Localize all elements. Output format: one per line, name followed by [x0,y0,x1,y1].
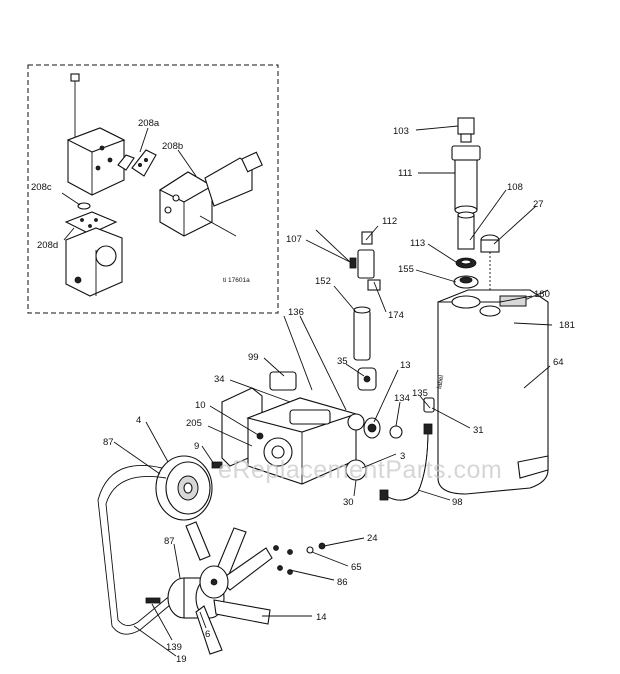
pulley [155,455,213,521]
callout-labels: 208a 208b 208c 208d 103 111 108 27 113 1… [31,118,575,665]
callout-4: 4 [136,415,141,426]
inset-panel: ti 17601a [27,64,279,314]
svg-text:label: label [436,374,445,389]
callout-208a: 208a [138,118,160,129]
callout-3: 3 [400,451,405,462]
inset-reference-label: ti 17601a [223,277,250,284]
callout-208d: 208d [37,240,58,251]
fan-assembly [145,521,326,655]
watermark: eReplacementParts.com [218,456,502,484]
valve-assembly [315,229,381,361]
callout-208c: 208c [31,182,52,193]
callout-87-bottom: 87 [164,536,175,547]
callout-112: 112 [382,216,397,227]
callout-31: 31 [473,425,484,436]
callout-103: 103 [393,126,409,137]
pump-body [211,367,435,501]
callout-108: 108 [507,182,523,193]
callout-107: 107 [286,234,302,245]
callout-134: 134 [394,393,410,404]
callout-180: 180 [534,289,550,300]
callout-34: 34 [214,374,225,385]
callout-152: 152 [315,276,331,287]
callout-35: 35 [337,356,348,367]
callout-99: 99 [248,352,259,363]
tank: label [436,289,549,495]
callout-174: 174 [388,310,404,321]
callout-27: 27 [533,199,544,210]
callout-86: 86 [337,577,348,588]
callout-65: 65 [351,562,362,573]
callout-135: 135 [412,388,428,399]
callout-208b: 208b [162,141,183,152]
callout-136: 136 [288,307,304,318]
callout-9: 9 [194,441,199,452]
callout-14: 14 [316,612,327,623]
callout-98: 98 [452,497,463,508]
callout-6: 6 [205,629,210,640]
callout-139: 139 [166,642,182,653]
belt [97,464,177,635]
callout-30: 30 [343,497,354,508]
callout-64: 64 [553,357,564,368]
callout-10: 10 [195,400,206,411]
leader-lines [113,125,553,657]
callout-155: 155 [398,264,414,275]
callout-87-top: 87 [103,437,114,448]
callout-113: 113 [410,238,425,249]
callout-181: 181 [559,320,575,331]
callout-13: 13 [400,360,411,371]
callout-111: 111 [398,168,412,179]
callout-19: 19 [176,654,187,665]
callout-24: 24 [367,533,378,544]
callout-205: 205 [186,418,202,429]
filter-assembly [451,117,500,290]
